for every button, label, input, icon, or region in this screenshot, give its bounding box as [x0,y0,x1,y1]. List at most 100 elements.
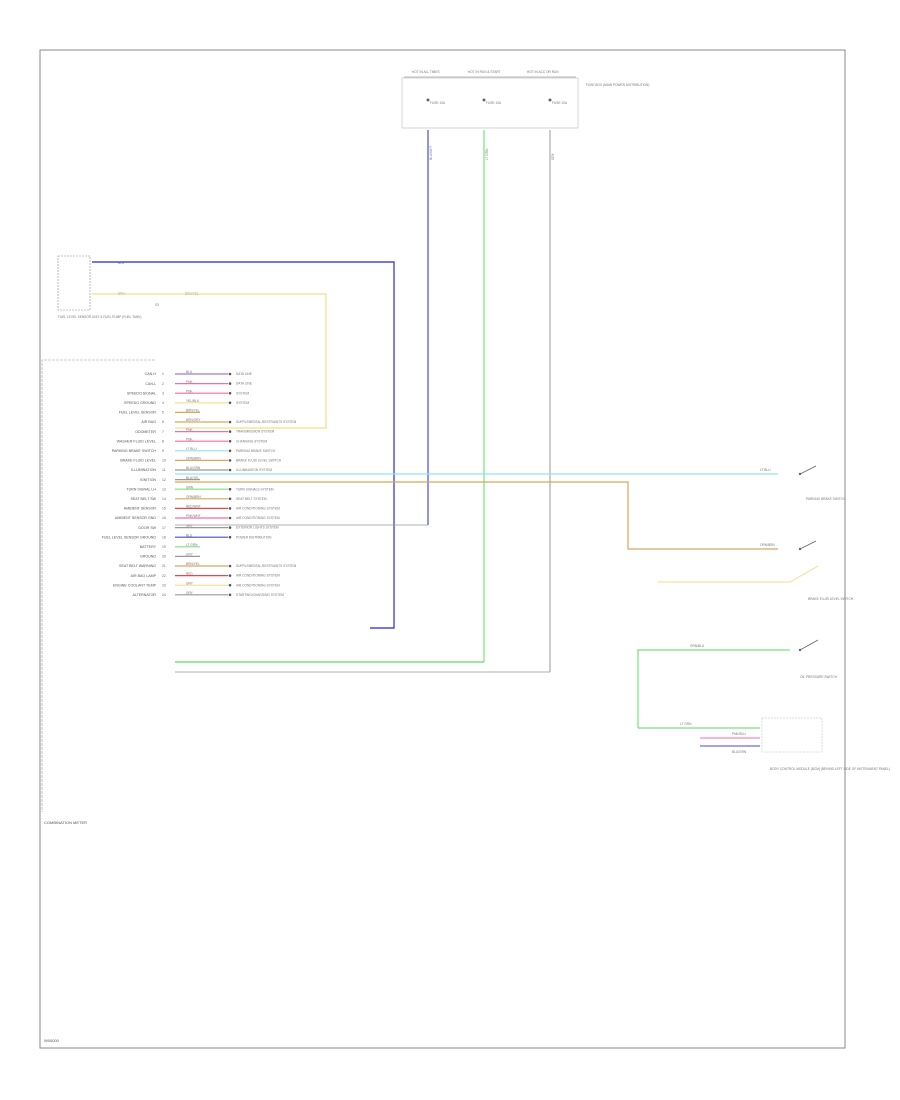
meter-pin-number: 11 [162,468,166,472]
connector-arrow-icon [228,439,232,443]
meter-pin-label: IGNITION [140,478,156,482]
meter-destination-label: BRAKE FLUID LEVEL SWITCH [236,459,282,463]
oil-pressure-wire-label: GRN/BLU [690,644,705,648]
meter-wire-color-label: PNK [186,380,193,384]
meter-pin-label: CAN-L [145,382,156,386]
bcm-wire-2: PNK/BLU [732,732,746,736]
meter-pin-label: FUEL LEVEL SENSOR GROUND [102,535,157,539]
connector-arrow-icon [228,593,232,597]
fuel-splice-label: S3 [155,303,159,307]
meter-wire-color-label: BLU/YEL [186,476,199,480]
connector-arrow-icon [228,420,232,424]
fuse-label-2: FUSE 10A [486,101,502,105]
connector-arrow-icon [228,449,232,453]
meter-pin-label: ALTERNATOR [132,593,156,597]
connector-arrow-icon [228,583,232,587]
meter-wire-color-label: YEL/BLU [186,399,200,403]
meter-wire-color-label: PNK/WHT [186,514,201,518]
bcm-outline [761,717,823,753]
meter-pin-label: AIR BAG LAMP [131,574,157,578]
meter-wire-color-label: ORN/BRN [186,457,201,461]
meter-pin-number: 17 [162,526,166,530]
fuel-sensor-label: FUEL LEVEL SENSOR UNIT & FUEL PUMP (FUEL… [58,315,141,319]
fuse-header-3: HOT IN ACC OR RUN [527,70,559,74]
parking-brake-switch: PARKING BRAKE SWITCH [798,465,846,501]
connector-arrow-icon [228,459,232,462]
wire-label-brake-fluid: ORN/BRN [760,543,775,547]
fuse-label-3: FUSE 10A [552,101,568,105]
connector-arrow-icon [228,372,232,376]
combination-meter-label: COMBINATION METER [44,820,87,825]
meter-destination-label: SYSTEM [236,391,249,395]
meter-wire-color-label: LT BLU [186,447,197,451]
meter-destination-label: SUPPLEMENTAL RESTRAINTS SYSTEM [236,564,297,568]
meter-pin-label: SPEEDO SIGNAL [127,391,156,395]
connector-arrow-icon [228,468,232,472]
meter-pin-label: ENGINE COOLANT TEMP [113,583,157,587]
meter-pin-number: 14 [162,497,166,501]
fuse-icon-2 [482,98,486,102]
meter-wire-color-label: GRY [186,591,194,595]
meter-pin-number: 7 [162,430,164,434]
wire-fuel-blu [92,261,395,629]
meter-wire-color-label: PNK [186,389,193,393]
fuse-box-label: FUSE BOX (MAIN POWER DISTRIBUTION) [586,83,649,87]
bcm-wire-1: LT GRN [680,722,692,726]
connector-arrow-icon [228,497,232,501]
meter-destination-label: PARKING BRAKE SWITCH [236,449,276,453]
meter-wire-color-label: PNK [186,428,193,432]
connector-arrow-icon [228,487,232,491]
fuse-header-1: HOT IN ALL TIMES [412,70,440,74]
wire-label-feed-3: GRY [551,152,555,160]
meter-pin-label: BATTERY [140,545,157,549]
meter-pin-number: 13 [162,487,166,491]
meter-wire-color-label: RED [186,572,193,576]
meter-pin-number: 20 [162,555,166,559]
meter-destination-label: ILLUMINATION SYSTEM [236,468,272,472]
meter-destination-label: DATA LINE [236,382,252,386]
meter-destination-label: AIR CONDITIONING SYSTEM [236,507,280,511]
meter-wire-color-label: PNK [186,437,193,441]
fuel-sensor-unit: FUEL LEVEL SENSOR UNIT & FUEL PUMP (FUEL… [57,255,199,319]
meter-wire-color-label: GRY [186,581,194,585]
meter-wire-color-label: ORN/BRN [186,495,201,499]
connector-arrow-icon [228,564,232,568]
connector-arrow-icon [228,382,232,385]
meter-pin-number: 4 [162,401,164,405]
meter-wire-color-label: BRN/YEL [186,562,200,566]
meter-destination-label: POWER DISTRIBUTION [236,535,272,539]
meter-pin-label: DOOR SW [138,526,156,530]
meter-pin-label: CAN-H [145,372,157,376]
meter-wire-color-label: GRY [186,524,194,528]
meter-pin-label: SEAT BELT SW [131,497,157,501]
meter-wire-color-label: RED/WHT [186,505,201,509]
fuel-wire-blu: BLU [118,261,125,265]
meter-pin-number: 5 [162,411,164,415]
fuel-sensor-box [57,255,91,311]
fuse-icon-1 [426,98,430,102]
meter-pin-number: 24 [162,593,166,597]
brake-fluid-label: BRAKE FLUID LEVEL SWITCH [808,597,854,601]
meter-destination-label: EXTERIOR LIGHTS SYSTEM [236,526,279,530]
meter-wire-color-label: LT GRN [186,543,198,547]
meter-destination-label: TRANSMISSION SYSTEM [236,430,275,434]
connector-arrow-icon [228,507,232,510]
connector-arrow-icon [228,391,232,395]
meter-destination-label: SYSTEM [236,401,249,405]
meter-pin-number: 10 [162,459,166,463]
